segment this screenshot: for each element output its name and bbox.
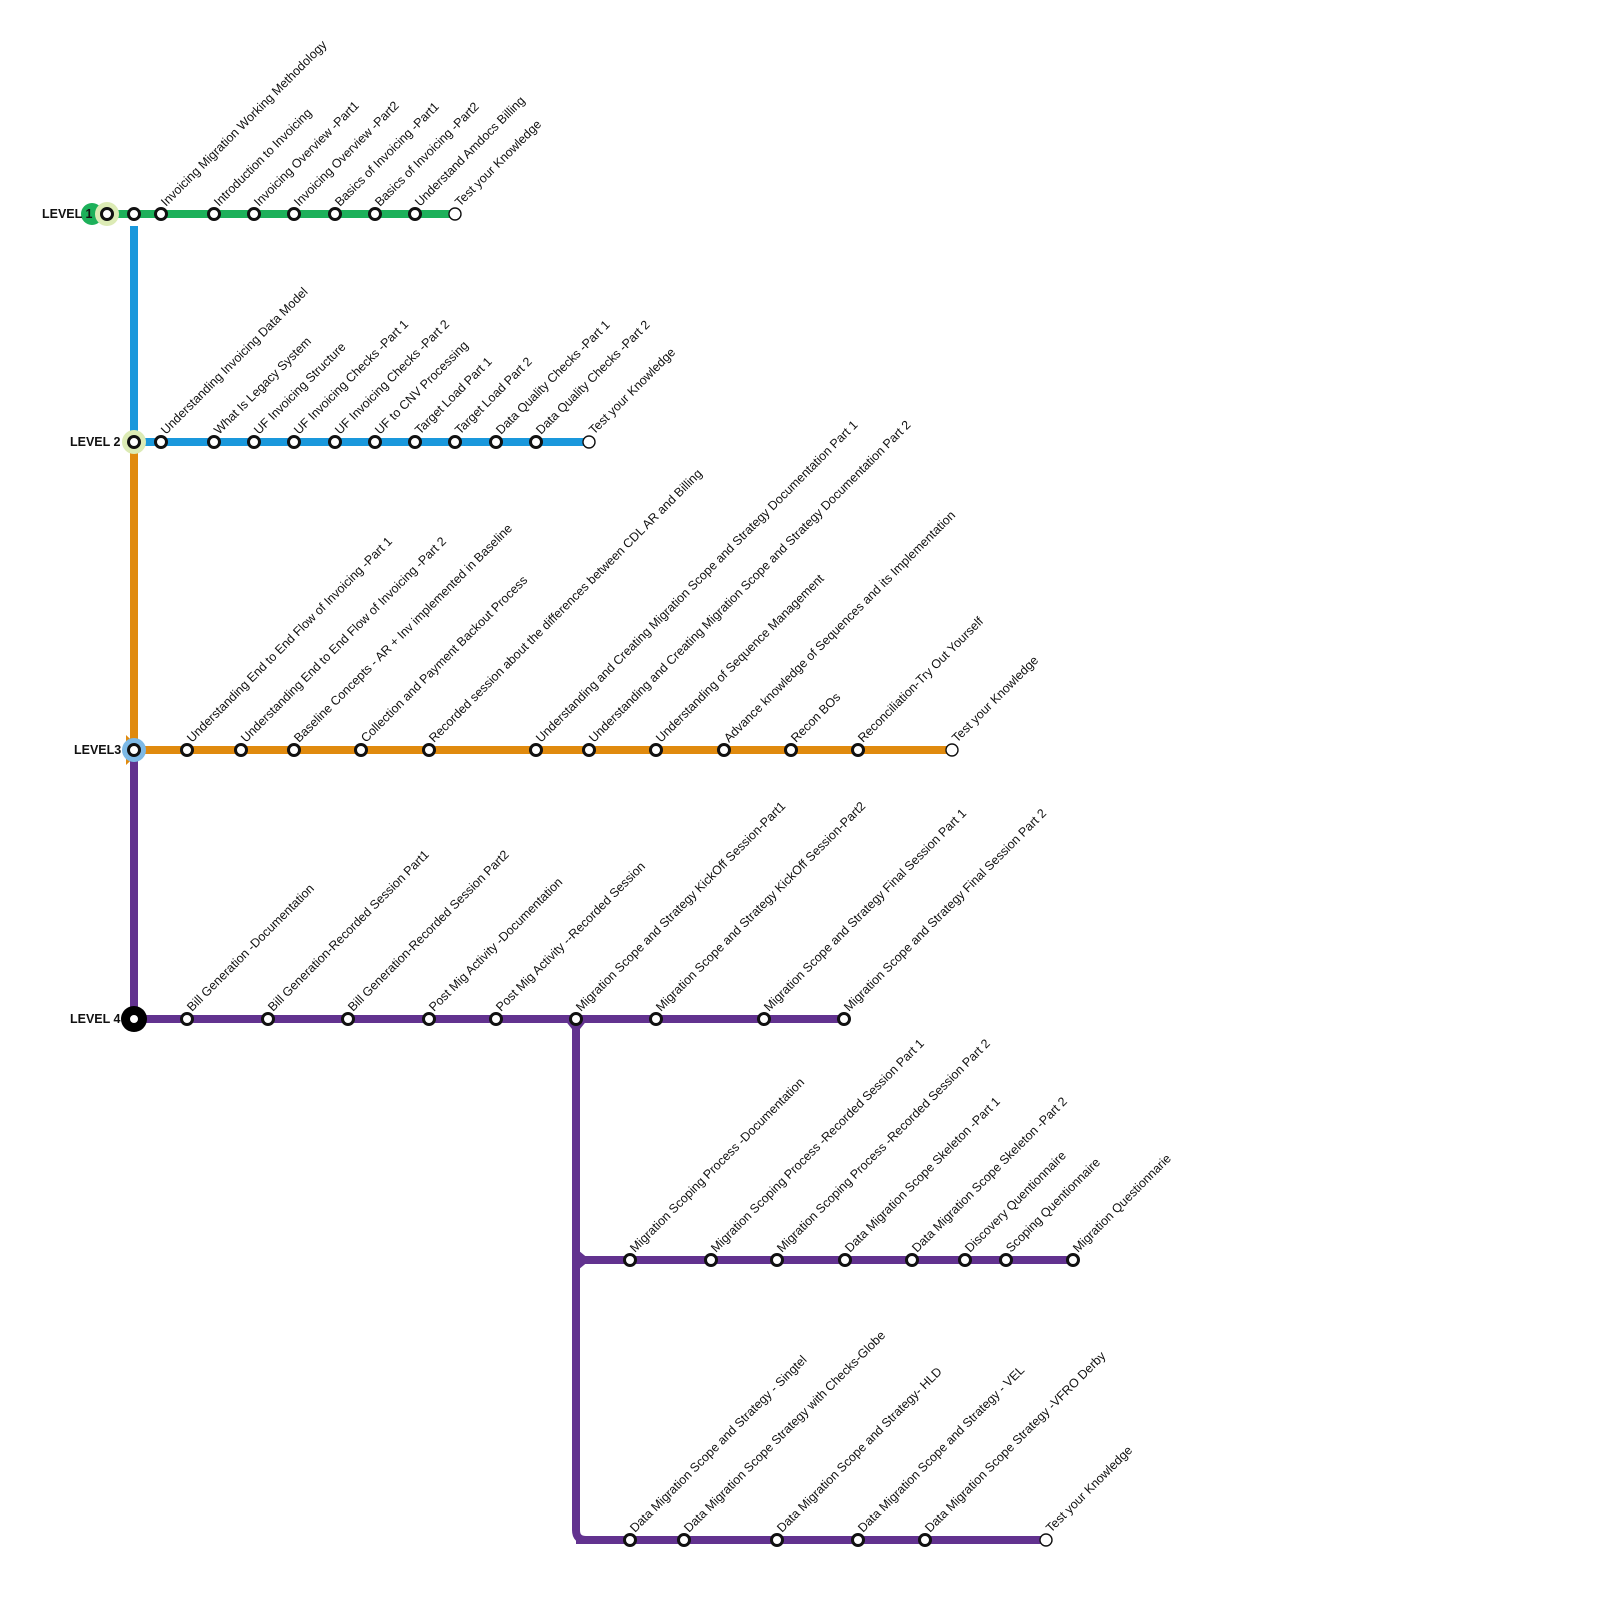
station-marker[interactable] — [582, 743, 596, 757]
station-marker[interactable] — [408, 435, 422, 449]
branch-trunk — [572, 1019, 587, 1544]
station-label: Test your Knowledge — [949, 653, 1041, 745]
station-marker[interactable] — [529, 743, 543, 757]
station-marker[interactable] — [234, 743, 248, 757]
station-marker[interactable] — [770, 1533, 784, 1547]
station-label: Post Mig Activity -Documentation — [426, 875, 565, 1014]
station-marker[interactable] — [582, 435, 596, 449]
station-marker[interactable] — [717, 743, 731, 757]
station-label: Understanding and Creating Migration Sco… — [586, 418, 913, 745]
station-marker[interactable] — [341, 1012, 355, 1026]
station-marker[interactable] — [649, 743, 663, 757]
station-marker[interactable] — [677, 1533, 691, 1547]
station-marker[interactable] — [368, 435, 382, 449]
station-marker[interactable] — [180, 743, 194, 757]
level-label: LEVEL 2 — [70, 435, 121, 449]
level1-start-station[interactable] — [100, 207, 114, 221]
station-label: Test your Knowledge — [1043, 1443, 1135, 1535]
station-label: Bill Generation-Recorded Session Part2 — [345, 847, 512, 1014]
station-marker[interactable] — [757, 1012, 771, 1026]
station-label: Understanding End to End Flow of Invoici… — [238, 534, 449, 745]
station-marker[interactable] — [422, 743, 436, 757]
station-label: Advance knowledge of Sequences and its I… — [721, 508, 958, 745]
station-marker[interactable] — [999, 1253, 1013, 1267]
level-label: LEVEL 4 — [70, 1012, 121, 1026]
station-marker[interactable] — [247, 435, 261, 449]
level-label: LEVEL 1 — [42, 207, 93, 221]
station-marker[interactable] — [958, 1253, 972, 1267]
station-label: Target Load Part 2 — [452, 354, 535, 437]
station-marker[interactable] — [328, 435, 342, 449]
station-marker[interactable] — [154, 435, 168, 449]
station-marker[interactable] — [287, 435, 301, 449]
station-marker[interactable] — [154, 207, 168, 221]
station-marker[interactable] — [623, 1253, 637, 1267]
station-marker[interactable] — [770, 1253, 784, 1267]
station-marker[interactable] — [489, 1012, 503, 1026]
station-marker[interactable] — [261, 1012, 275, 1026]
station-label: Post Mig Activity --Recorded Session — [493, 859, 648, 1014]
station-marker[interactable] — [569, 1012, 583, 1026]
station-label: Baseline Concepts - AR + Inv implemented… — [291, 521, 515, 745]
station-marker[interactable] — [837, 1012, 851, 1026]
station-marker[interactable] — [529, 435, 543, 449]
station-marker[interactable] — [945, 743, 959, 757]
station-label: Test your Knowledge — [586, 345, 678, 437]
station-marker[interactable] — [422, 1012, 436, 1026]
station-label: Recon BOs — [788, 690, 843, 745]
level2-start-station[interactable] — [127, 435, 141, 449]
station-marker[interactable] — [247, 207, 261, 221]
station-marker[interactable] — [287, 207, 301, 221]
station-marker[interactable] — [489, 435, 503, 449]
station-marker[interactable] — [448, 207, 462, 221]
station-marker[interactable] — [408, 207, 422, 221]
station-marker[interactable] — [1039, 1533, 1053, 1547]
station-marker[interactable] — [704, 1253, 718, 1267]
station-marker[interactable] — [851, 743, 865, 757]
station-marker[interactable] — [287, 743, 301, 757]
station-marker[interactable] — [905, 1253, 919, 1267]
station-label: Bill Generation-Recorded Session Part1 — [265, 847, 432, 1014]
station-label: Data Migration Scope Strategy with Check… — [681, 1328, 888, 1535]
station-marker[interactable] — [838, 1253, 852, 1267]
level-label: LEVEL3 — [74, 743, 121, 757]
station-label: Data Migration Scope and Strategy- HLD — [774, 1365, 945, 1536]
station-label: Understanding End to End Flow of Invoici… — [184, 534, 395, 745]
station-marker[interactable] — [623, 1533, 637, 1547]
station-marker[interactable] — [649, 1012, 663, 1026]
level3-start-station[interactable] — [127, 743, 141, 757]
station-marker[interactable] — [784, 743, 798, 757]
station-marker[interactable] — [354, 743, 368, 757]
station-marker[interactable] — [918, 1533, 932, 1547]
station-marker[interactable] — [180, 1012, 194, 1026]
station-marker[interactable] — [207, 207, 221, 221]
level2-link-station[interactable] — [127, 207, 141, 221]
station-marker[interactable] — [328, 207, 342, 221]
station-label: Bill Generation -Documentation — [184, 881, 317, 1014]
station-label: Migration Scoping Process -Documentation — [627, 1075, 807, 1255]
level4-start-station[interactable] — [127, 1012, 141, 1026]
station-marker[interactable] — [207, 435, 221, 449]
station-marker[interactable] — [448, 435, 462, 449]
station-marker[interactable] — [1066, 1253, 1080, 1267]
station-marker[interactable] — [851, 1533, 865, 1547]
station-marker[interactable] — [368, 207, 382, 221]
